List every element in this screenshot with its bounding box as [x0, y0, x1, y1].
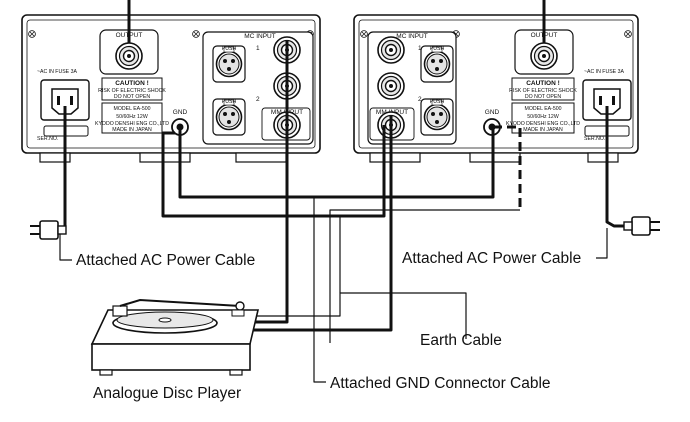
right-caution-line1: RISK OF ELECTRIC SHOCK — [509, 88, 577, 94]
right-mc-rca-2[interactable] — [377, 72, 405, 100]
right-channel-1: 1 — [418, 45, 422, 52]
right-caution-line2: DO NOT OPEN — [525, 94, 561, 100]
disc-player-label: Analogue Disc Player — [93, 385, 241, 402]
left-xlr-cap-2: PUSH — [222, 99, 237, 105]
earth-cable-label: Earth Cable — [420, 332, 502, 349]
left-ac-in-label: ~AC IN FUSE 3A — [37, 69, 77, 75]
left-caution-line2: DO NOT OPEN — [114, 94, 150, 100]
gnd-connector-cable-label: Attached GND Connector Cable — [330, 375, 551, 392]
gnd-connector-leader — [313, 197, 326, 383]
right-origin: MADE IN JAPAN — [523, 127, 563, 133]
left-origin: MADE IN JAPAN — [112, 127, 152, 133]
right-power-cable — [605, 112, 624, 228]
right-amplifier-rear-panel: MC INPUT 1 2 MM INPUT PUSH PUSH OUTPUT C… — [353, 14, 639, 163]
left-serial-label: SER.NO. — [37, 136, 58, 142]
gnd-cable-dashed — [493, 125, 522, 210]
right-channel-2: 2 — [418, 96, 422, 103]
left-channel-2: 2 — [256, 96, 260, 103]
analogue-disc-player — [90, 298, 260, 376]
left-caution-title: CAUTION ! — [115, 80, 149, 87]
left-caution-line1: RISK OF ELECTRIC SHOCK — [98, 88, 166, 94]
left-amplifier-rear-panel: OUTPUT ~AC IN FUSE 3A SER.NO. CAUTION ! … — [21, 14, 321, 163]
left-mc-input-label: MC INPUT — [244, 33, 275, 40]
right-ac-in-label: ~AC IN FUSE 3A — [584, 69, 624, 75]
left-gnd-label: GND — [173, 109, 188, 116]
right-power-cable-label: Attached AC Power Cable — [402, 250, 581, 267]
right-xlr-cap-2: PUSH — [430, 99, 445, 105]
right-mc-rca-1[interactable] — [377, 36, 405, 64]
right-power-spec: 50/60Hz 12W — [527, 114, 559, 120]
left-xlr-cap-1: PUSH — [222, 46, 237, 52]
gnd-cable-solid — [178, 126, 495, 199]
left-power-leader — [59, 228, 72, 261]
left-maker: KYODO DENSHI ENG CO.,LTD — [95, 121, 169, 127]
right-mc-input-label: MC INPUT — [396, 33, 427, 40]
right-model: MODEL EA-500 — [525, 106, 562, 112]
mm-signal-cable-right — [248, 115, 393, 332]
right-power-leader — [596, 228, 608, 259]
gnd-cable-thin — [329, 209, 520, 343]
left-gnd-bus — [161, 125, 386, 218]
right-xlr-cap-1: PUSH — [430, 46, 445, 52]
left-power-spec: 50/60Hz 12W — [116, 114, 148, 120]
mc-signal-cable-left — [248, 40, 289, 324]
right-mains-plug — [623, 216, 661, 236]
right-caution-title: CAUTION ! — [526, 80, 560, 87]
right-serial-label: SER.NO. — [584, 136, 605, 142]
left-model: MODEL EA-500 — [114, 106, 151, 112]
left-power-cable-label: Attached AC Power Cable — [76, 252, 255, 269]
right-gnd-label: GND — [485, 109, 500, 116]
right-maker: KYODO DENSHI ENG CO.,LTD — [506, 121, 580, 127]
left-channel-1: 1 — [256, 45, 260, 52]
